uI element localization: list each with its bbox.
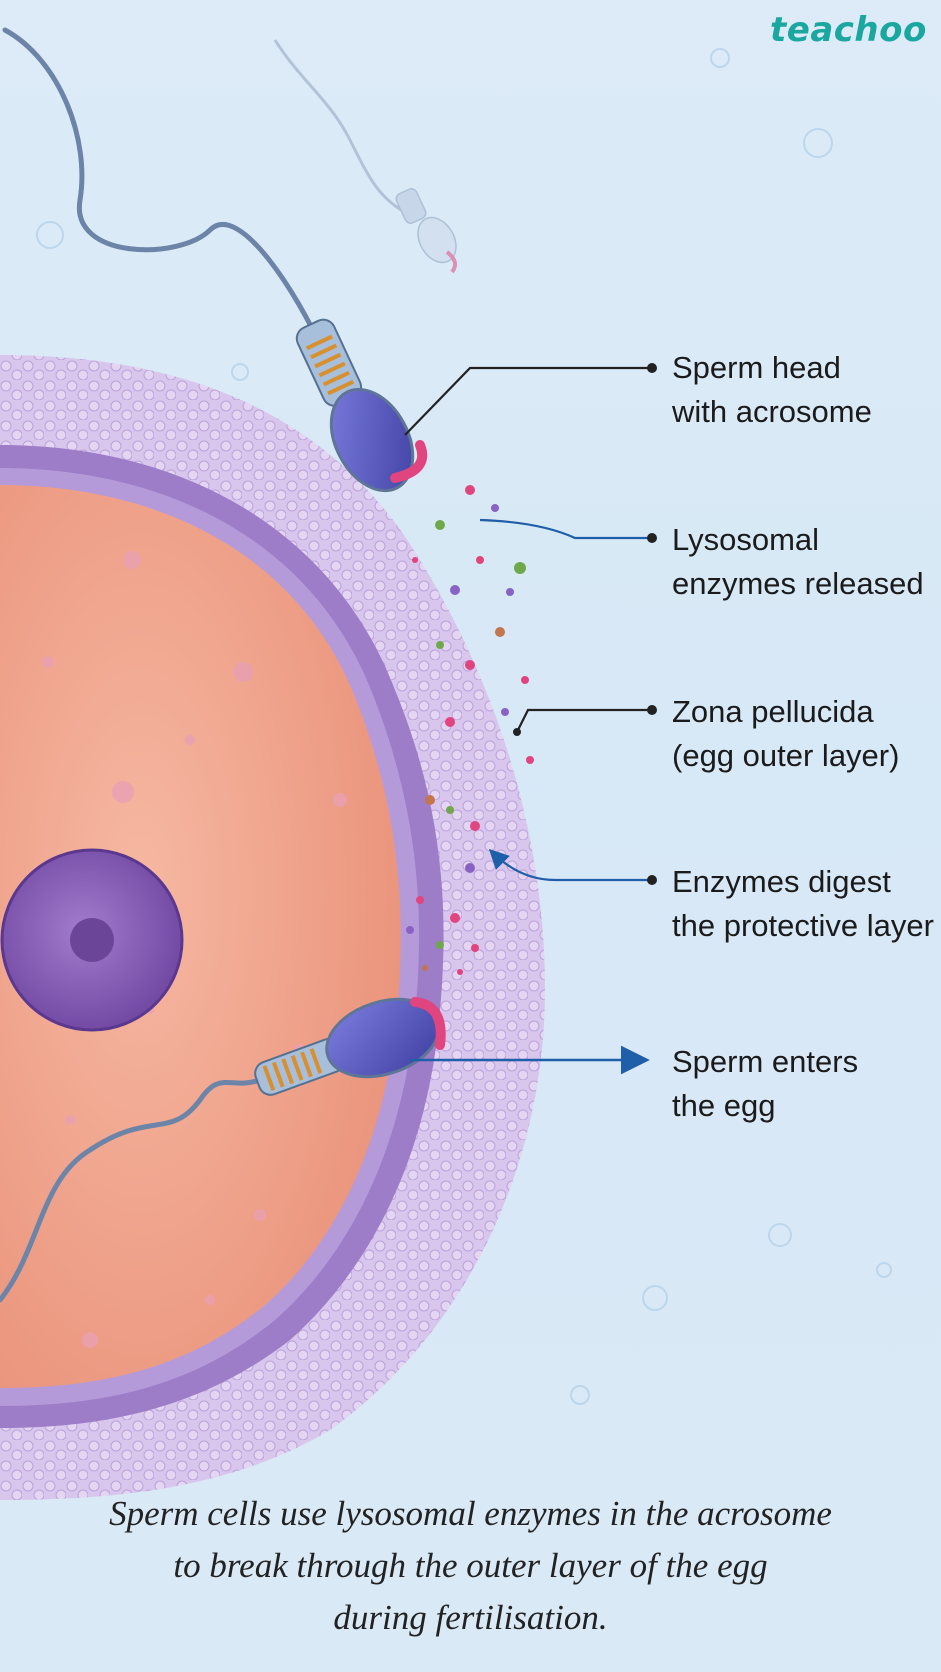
egg-cytoplasm <box>0 485 401 1388</box>
caption-line3: during fertilisation. <box>333 1598 608 1637</box>
caption: Sperm cells use lysosomal enzymes in the… <box>0 1488 941 1644</box>
upper-sperm-head <box>329 387 428 493</box>
label-sperm-head-line2: with acrosome <box>672 394 872 429</box>
label-enters-line2: the egg <box>672 1088 776 1123</box>
label-sperm-head-line1: Sperm head <box>672 350 841 385</box>
label-sperm-enters: Sperm enters the egg <box>672 1040 858 1128</box>
caption-line1: Sperm cells use lysosomal enzymes in the… <box>109 1494 832 1533</box>
label-zona-line1: Zona pellucida <box>672 694 874 729</box>
label-enzymes-released-line1: Lysosomal <box>672 522 820 557</box>
leader-lines <box>404 363 657 1075</box>
leader-sperm-head <box>404 366 652 436</box>
label-sperm-head: Sperm head with acrosome <box>672 346 872 434</box>
upper-sperm <box>2 27 428 493</box>
label-enzymes-released: Lysosomal enzymes released <box>672 518 924 606</box>
label-enzymes-released-line2: enzymes released <box>672 566 924 601</box>
background-bubbles <box>36 48 892 1405</box>
egg-nucleus <box>0 848 184 1032</box>
enzyme-particles <box>406 485 534 975</box>
label-zona-pellucida: Zona pellucida (egg outer layer) <box>672 690 899 778</box>
leader-zona <box>516 708 652 733</box>
caption-line2: to break through the outer layer of the … <box>173 1546 768 1585</box>
label-zona-line2: (egg outer layer) <box>672 738 900 773</box>
leader-enzymes-dot <box>647 533 657 543</box>
entering-sperm <box>0 997 446 1303</box>
label-enzymes-digest: Enzymes digest the protective layer <box>672 860 934 948</box>
leader-digest-dot <box>647 875 657 885</box>
leader-zona-start <box>513 728 521 736</box>
label-digest-line1: Enzymes digest <box>672 864 891 899</box>
leader-zona-dot <box>647 705 657 715</box>
distant-sperm <box>273 39 458 274</box>
leader-enzymes <box>479 518 652 540</box>
label-digest-line2: the protective layer <box>672 908 934 943</box>
brand-logo: teachoo <box>770 10 927 50</box>
entering-sperm-head <box>325 997 446 1079</box>
leader-digest <box>488 848 652 882</box>
leader-sperm-head-dot <box>647 363 657 373</box>
label-enters-line1: Sperm enters <box>672 1044 859 1079</box>
